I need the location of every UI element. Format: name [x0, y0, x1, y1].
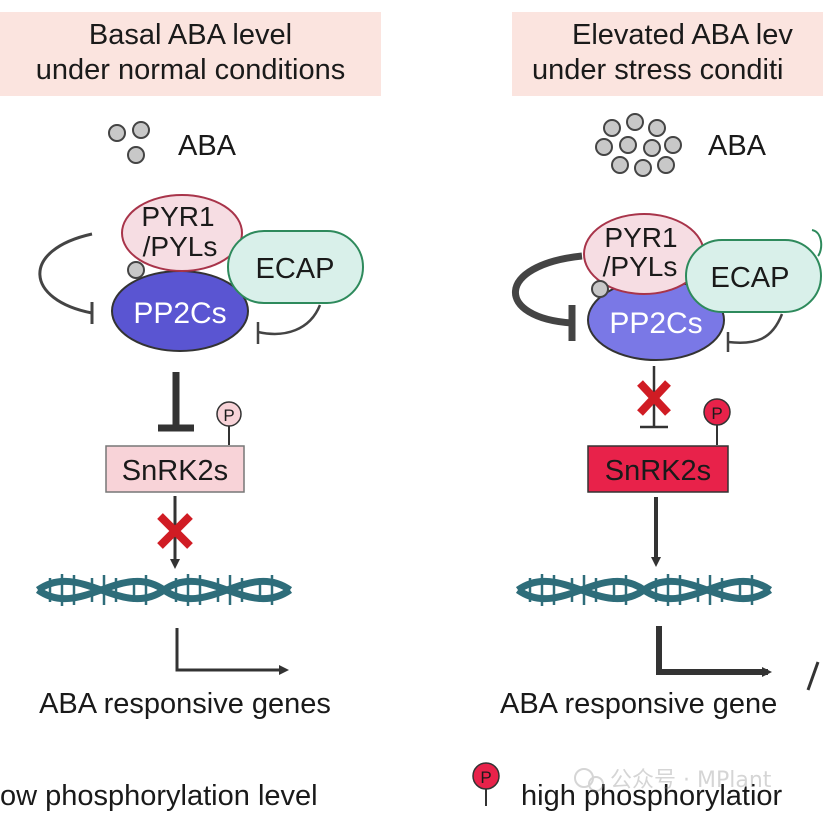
right-expression-arrow	[656, 626, 772, 677]
legend-low-label: ow phosphorylation level	[0, 780, 318, 812]
right-title-line1: Elevated ABA lev	[572, 19, 793, 51]
left-title-line2: under normal conditions	[35, 54, 346, 86]
right-phospho-marker	[703, 398, 731, 426]
right-ecap-label: ECAP	[711, 262, 790, 294]
right-phospho-symbol: P	[711, 404, 722, 423]
right-aba-molecules	[595, 113, 682, 177]
right-receptor-line1: PYR1	[604, 222, 677, 253]
left-ecap-label: ECAP	[256, 253, 335, 285]
right-snrk2-node	[587, 445, 729, 493]
right-ecap-node	[685, 239, 822, 313]
left-feedback-inhibition	[38, 232, 93, 315]
right-bound-aba	[591, 280, 609, 298]
right-aba-label: ABA	[708, 130, 767, 162]
left-phospho-marker	[216, 401, 242, 427]
right-feedback-inhibition	[512, 252, 583, 327]
right-dna-icon	[515, 574, 773, 606]
left-pp2c-label: PP2Cs	[133, 297, 226, 330]
legend-high-symbol: P	[480, 768, 491, 787]
left-genes-label: ABA responsive genes	[39, 688, 331, 720]
left-aba-molecules	[108, 121, 150, 164]
right-title-line2: under stress conditi	[532, 54, 784, 86]
right-extra-arrow-fragment	[806, 661, 820, 691]
watermark: 公众号 · MPlant	[574, 768, 772, 793]
right-receptor-line2: /PYLs	[603, 251, 678, 282]
left-panel-title: Basal ABA level under normal conditions	[0, 12, 381, 96]
left-snrk2-node	[105, 445, 245, 493]
right-pp2c-label: PP2Cs	[609, 307, 702, 340]
left-ecap-inhibition	[257, 304, 322, 336]
left-expression-arrow	[175, 628, 289, 675]
wechat-icon	[574, 768, 594, 788]
right-ecap-inhibition	[727, 313, 784, 344]
left-phospho-symbol: P	[223, 406, 234, 425]
watermark-text: 公众号 · MPlant	[610, 768, 772, 793]
legend-high-marker	[472, 762, 500, 790]
left-title-line1: Basal ABA level	[88, 19, 293, 51]
left-bound-aba	[127, 261, 145, 279]
right-genes-label: ABA responsive gene	[500, 688, 777, 720]
left-dna-icon	[35, 574, 293, 606]
legend-high-label: high phosphorylatior	[521, 780, 783, 812]
left-receptor-line1: PYR1	[141, 201, 214, 232]
left-aba-label: ABA	[178, 130, 237, 162]
right-block-x-icon	[637, 380, 671, 416]
right-panel-title: Elevated ABA lev under stress conditi	[512, 12, 823, 96]
right-snrk2-label: SnRK2s	[605, 455, 711, 487]
left-ecap-node	[227, 230, 364, 304]
left-receptor-node	[121, 194, 243, 272]
left-receptor-line2: /PYLs	[143, 231, 218, 262]
left-block-x-icon	[157, 513, 193, 549]
left-snrk2-label: SnRK2s	[122, 455, 228, 487]
right-ecap-edge-fragment	[811, 229, 823, 257]
